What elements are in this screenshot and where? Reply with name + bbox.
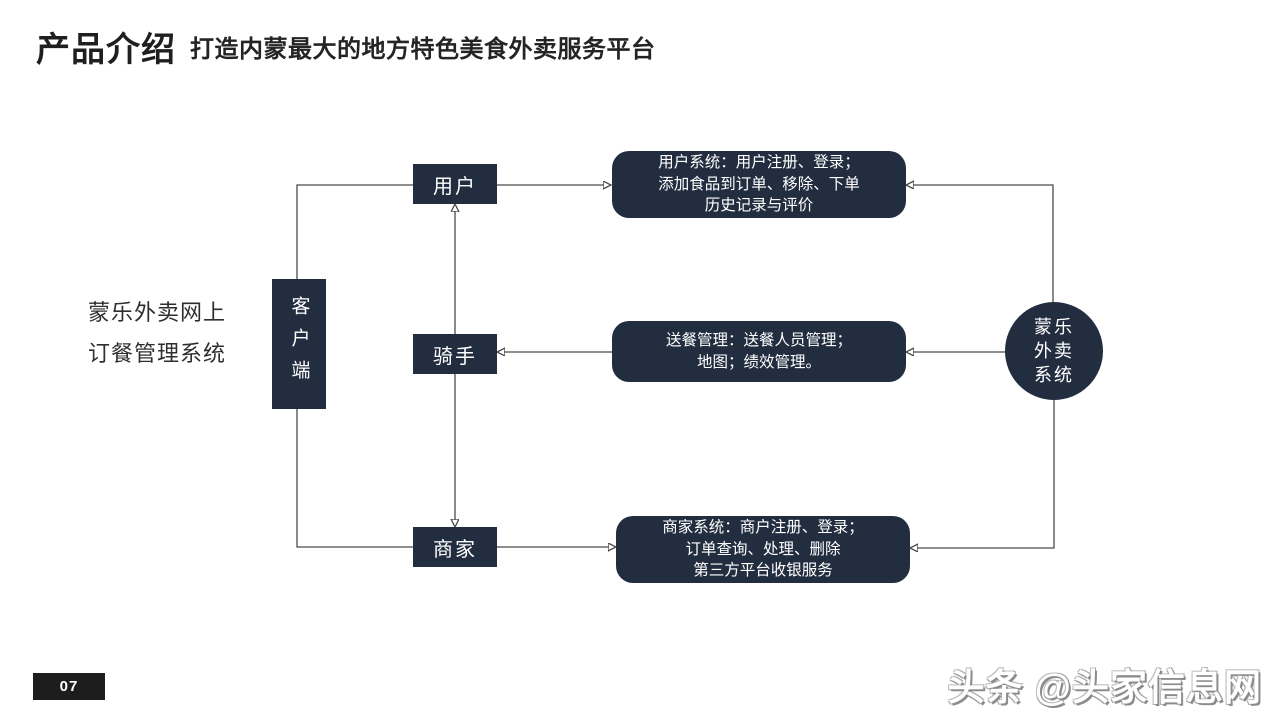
- page-subtitle: 打造内蒙最大的地方特色美食外卖服务平台: [190, 36, 656, 63]
- user-detail-line1: 用户系统：用户注册、登录；: [658, 154, 860, 172]
- connector-circle-to-userdetail-arrow: [913, 185, 1054, 302]
- delivery-detail-line1: 送餐管理：送餐人员管理；: [665, 332, 852, 349]
- connector-circle-to-merchantdetail-arrow: [917, 400, 1055, 548]
- rider-node: 骑手: [413, 334, 497, 374]
- user-detail-line2: 添加食品到订单、移除、下单: [658, 175, 860, 193]
- connector-client-to-merchant: [296, 409, 413, 548]
- merchant-detail-line3: 第三方平台收银服务: [693, 562, 833, 580]
- user-system-detail-box: 用户系统：用户注册、登录； 添加食品到订单、移除、下单 历史记录与评价: [612, 151, 906, 218]
- delivery-detail-line2: 地图；绩效管理。: [696, 353, 821, 371]
- page-title: 产品介绍: [36, 31, 176, 69]
- user-detail-line3: 历史记录与评价: [704, 197, 814, 215]
- user-node: 用户: [413, 164, 497, 204]
- merchant-detail-line1: 商家系统：商户注册、登录；: [662, 519, 864, 537]
- page-number-badge: 07: [33, 673, 105, 700]
- circle-line1: 蒙乐: [1034, 317, 1074, 337]
- circle-line2: 外卖: [1034, 341, 1074, 361]
- system-circle-node: 蒙乐 外卖 系统: [1005, 302, 1103, 400]
- merchant-system-detail-box: 商家系统：商户注册、登录； 订单查询、处理、删除 第三方平台收银服务: [616, 516, 910, 583]
- merchant-node: 商家: [413, 527, 497, 567]
- system-name-label: 蒙乐外卖网上 订餐管理系统: [88, 292, 226, 374]
- circle-line3: 系统: [1034, 365, 1074, 385]
- merchant-detail-line2: 订单查询、处理、删除: [685, 540, 841, 558]
- system-name-line1: 蒙乐外卖网上: [88, 300, 227, 325]
- connector-client-to-user: [296, 184, 413, 279]
- client-node: 客户端: [272, 279, 326, 409]
- system-name-line2: 订餐管理系统: [88, 341, 227, 366]
- watermark-text: 头条 @头家信息网: [947, 667, 1262, 708]
- delivery-management-detail-box: 送餐管理：送餐人员管理； 地图；绩效管理。: [612, 321, 906, 382]
